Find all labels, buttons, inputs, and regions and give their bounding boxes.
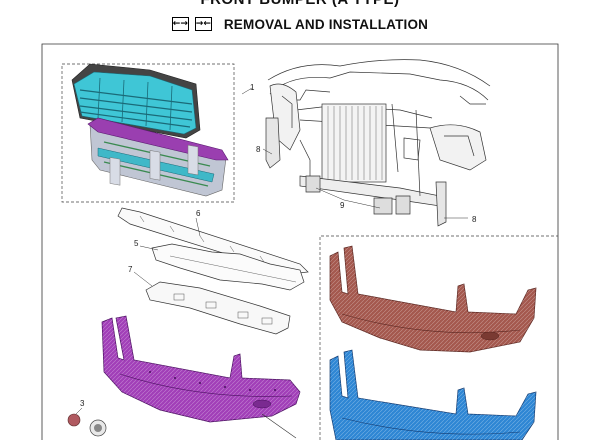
bumper-variant-brown xyxy=(329,245,537,353)
clip-part xyxy=(67,407,83,427)
callout-retainer: 9 xyxy=(340,201,345,210)
grille-frame xyxy=(87,117,229,197)
page-title: FRONT BUMPER (A TYPE) xyxy=(0,0,600,8)
section-subtitle: REMOVAL AND INSTALLATION xyxy=(223,16,429,32)
grille-subframe xyxy=(61,63,235,203)
callout-bracket-left: 8 xyxy=(256,145,261,154)
radiator-support-assembly xyxy=(265,59,491,227)
callout-grille: 1 xyxy=(250,83,255,92)
subtitle-row: ←→ →← REMOVAL AND INSTALLATION xyxy=(0,13,600,35)
bumper-variants-frame xyxy=(319,235,558,440)
front-grille-upper xyxy=(71,63,201,139)
bumper-variant-blue xyxy=(329,349,537,440)
callout-clip: 3 xyxy=(80,399,85,408)
diagram-frame xyxy=(41,43,559,440)
fog-lamp-part xyxy=(89,419,107,437)
callout-upper-bracket: 6 xyxy=(196,209,201,218)
lower-reinforcement xyxy=(145,281,291,335)
callout-bracket-right: 8 xyxy=(472,215,477,224)
remove-symbol-icon: ←→ xyxy=(171,17,189,31)
install-symbol-icon: →← xyxy=(194,17,212,31)
callout-absorber: 5 xyxy=(134,239,139,248)
front-bumper-cover-magenta xyxy=(101,315,301,423)
callout-lower-bracket: 7 xyxy=(128,265,133,274)
energy-absorber xyxy=(151,243,305,291)
